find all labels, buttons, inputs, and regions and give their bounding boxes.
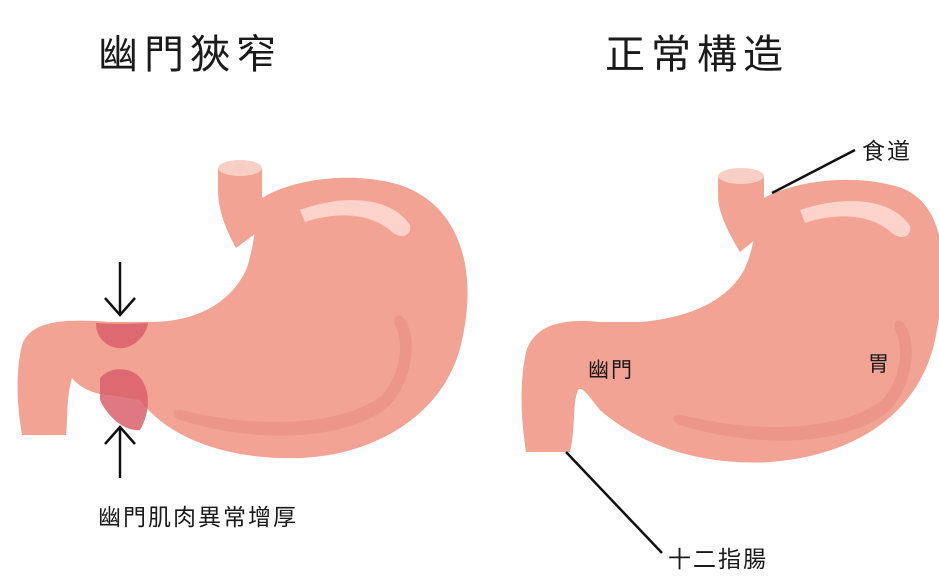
duodenum-leader (566, 452, 662, 553)
right-stomach (522, 168, 939, 462)
left-esophagus-opening (218, 160, 262, 176)
left-stomach (18, 160, 468, 458)
thickening-label: 幽門肌肉異常增厚 (98, 498, 298, 532)
duodenum-label: 十二指腸 (668, 540, 768, 574)
pylorus-label: 幽門 (588, 354, 634, 384)
esophagus-label: 食道 (862, 132, 912, 166)
right-esophagus-opening (718, 168, 764, 184)
stomach-label: 胃 (868, 348, 891, 378)
